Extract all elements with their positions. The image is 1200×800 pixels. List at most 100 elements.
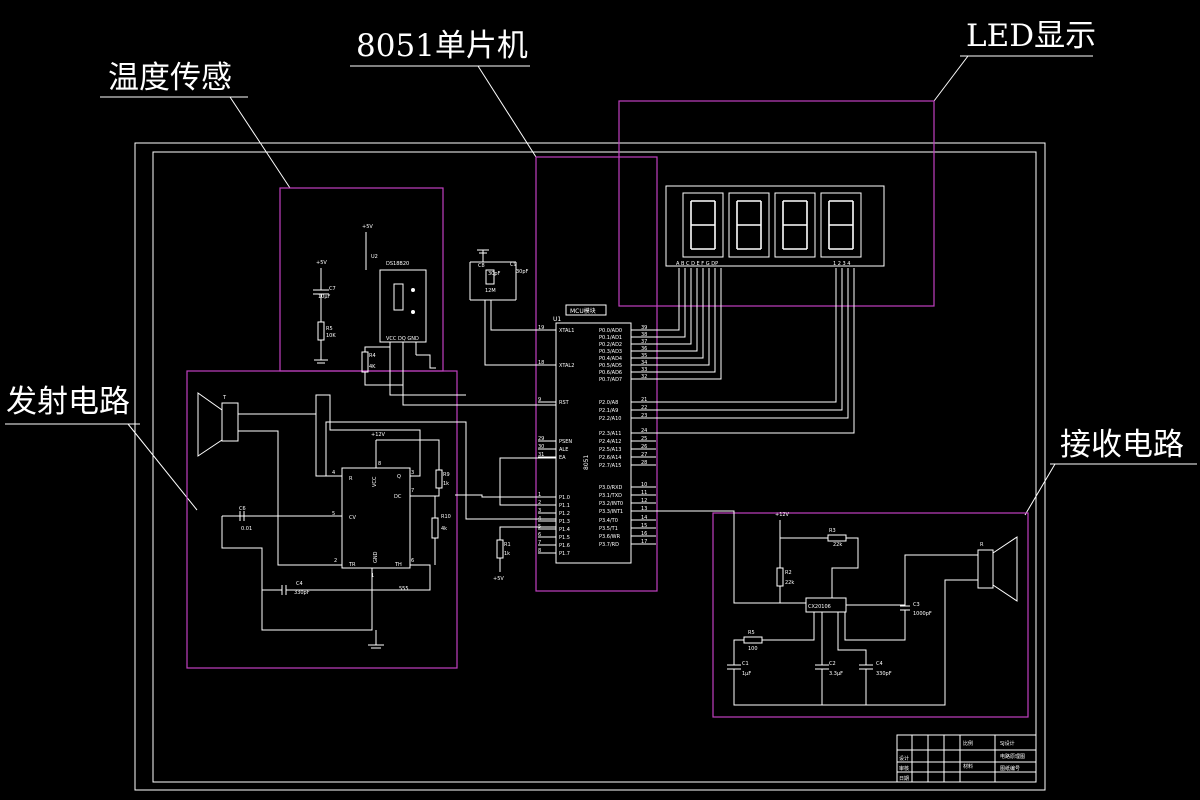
- ic-555-num: 2: [334, 558, 337, 564]
- mcu-pin-num: 22: [641, 405, 647, 411]
- mcu-pin-name: PSEN: [559, 439, 572, 445]
- mcu-pin-num: 37: [641, 339, 647, 345]
- wire-seg-dp: [656, 268, 722, 380]
- mcu-pin-num: 2: [538, 500, 541, 506]
- wire-digit-3: [656, 268, 849, 419]
- r10-val: 4k: [441, 526, 447, 532]
- mcu-pin-num: 31: [538, 452, 544, 458]
- r-p17-val: 1k: [504, 551, 510, 557]
- mcu-pin-name: P0.4/AD4: [599, 356, 622, 362]
- transmit-speaker-label: T: [222, 395, 227, 401]
- mcu-pin-num: 13: [641, 506, 647, 512]
- c4-rx-val: 330pF: [876, 671, 892, 677]
- ic-555-pin-dc: DC: [394, 494, 402, 500]
- ic-555-pin-th: TH: [394, 562, 402, 568]
- xtal-freq: 12M: [485, 288, 496, 294]
- c4-wire: [286, 564, 431, 591]
- c4-val: 330pF: [294, 590, 310, 596]
- r4-body: [361, 351, 369, 373]
- ds18b20-window: [393, 283, 404, 311]
- r5-label: R5: [326, 326, 333, 332]
- r4-val: 4K: [369, 364, 376, 370]
- mcu-pin-num: 3: [538, 508, 541, 514]
- mcu-pin-num: 24: [641, 428, 647, 434]
- callout-mcu: 8051单片机: [356, 28, 528, 64]
- mcu-pin-name: P0.7/AD7: [599, 377, 622, 383]
- r-p17-body: [496, 539, 504, 559]
- mcu-pin-num: 28: [641, 460, 647, 466]
- r2-body: [776, 567, 784, 587]
- led-digits: [682, 192, 862, 258]
- wire-p10: [455, 494, 556, 498]
- title-block: 设计 审核 日期 比例 材料 SJ设计 电路原理图 图纸编号: [896, 734, 1037, 783]
- box-receive: [712, 512, 1029, 718]
- mcu-pin-num: 17: [641, 539, 647, 545]
- led-digit-cell: [728, 192, 770, 258]
- mcu-pin-num: 10: [641, 482, 647, 488]
- crystal-symbol: [485, 269, 495, 285]
- ic-555-pin-gnd: GND: [373, 551, 379, 563]
- r10-body: [431, 517, 439, 539]
- mcu-pin-name: P0.0/AD0: [599, 328, 622, 334]
- mcu-pin-name: RST: [559, 400, 570, 406]
- callout-led: LED显示: [966, 18, 1096, 54]
- sensor-part: DS18B20: [386, 261, 409, 267]
- r4-wire: [364, 363, 404, 386]
- wire-digit-4: [656, 268, 855, 434]
- led-segment-wires: [656, 268, 855, 434]
- wire-seg-e: [656, 268, 704, 359]
- callout-led-leader: [933, 55, 969, 102]
- wire-seg-g: [656, 268, 716, 373]
- mcu-pin-num: 23: [641, 413, 647, 419]
- mcu-pin-num: 14: [641, 515, 647, 521]
- r5-rx-label: R5: [748, 630, 755, 636]
- led-digit-cell: [820, 192, 862, 258]
- mcu-pin-name: P2.0/A8: [599, 400, 618, 406]
- callout-receive-leader: [1024, 463, 1056, 516]
- mcu-pin-name: P1.5: [559, 535, 570, 541]
- transmit-speaker-horn: [197, 392, 223, 457]
- receive-speaker-label: R: [980, 542, 984, 548]
- transmit-speaker-body: [221, 402, 239, 442]
- mcu-pin-name: P1.1: [559, 503, 570, 509]
- tx-out-wire: [315, 394, 421, 477]
- wire-seg-f: [656, 268, 710, 366]
- mcu-pin-name: P1.2: [559, 511, 570, 517]
- mcu-pin-name: ALE: [559, 447, 568, 453]
- mcu-pin-name: P3.7/RD: [599, 542, 619, 548]
- callout-temp-leader: [229, 96, 291, 189]
- ic-555-num: 6: [411, 558, 414, 564]
- mcu-pin-num: 35: [641, 353, 647, 359]
- mcu-pin-num: 25: [641, 436, 647, 442]
- transmit-circuit: T +12V R VCC Q DC CV TR GND TH 555 4 8 3…: [197, 355, 556, 649]
- r9-label: R9: [443, 472, 450, 478]
- led-digit-labels: 1 2 3 4: [833, 261, 851, 267]
- inner-border: [152, 151, 1037, 783]
- mcu-pin-name: P1.0: [559, 495, 570, 501]
- sensor-gnd-wire: [416, 354, 436, 369]
- r5-rx-val: 100: [748, 646, 758, 652]
- mcu-pin-name: P3.4/T0: [599, 518, 618, 524]
- mcu-pin-num: 16: [641, 531, 647, 537]
- c1-label: C1: [742, 661, 749, 667]
- rx-int-wire: [656, 510, 806, 604]
- title-cell: 材料: [963, 763, 973, 770]
- ic-555-name: 555: [399, 586, 409, 592]
- r4-wire: [364, 346, 390, 352]
- mcu-pin-name: P1.4: [559, 527, 570, 533]
- outer-border: [134, 142, 1046, 791]
- r5-val: 10K: [326, 333, 336, 339]
- rx-vcc: +12V: [775, 512, 790, 518]
- mcu-right-pins: 39P0.0/AD038P0.1/AD137P0.2/AD236P0.3/AD3…: [599, 325, 656, 548]
- title-school: 图纸编号: [1000, 765, 1020, 772]
- led-digit-cell: [682, 192, 724, 258]
- c2-label: C2: [829, 661, 836, 667]
- ic-555-num: 7: [411, 488, 414, 494]
- mcu-pin-name: P0.5/AD5: [599, 363, 622, 369]
- title-name: 电路原理图: [1000, 753, 1025, 760]
- mcu-pin-num: 9: [538, 397, 541, 403]
- sensor-vcc2-label: +5V: [316, 260, 327, 266]
- c4-rx-wire: [837, 612, 867, 665]
